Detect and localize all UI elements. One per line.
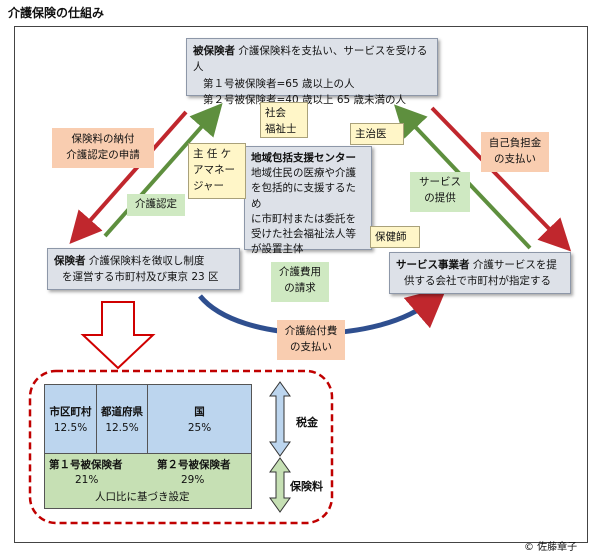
tax-label: 税金	[296, 416, 318, 429]
provider-title: サービス事業者	[396, 259, 470, 271]
insurer-box: 保険者 介護保険料を徴収し制度 を運営する市町村及び東京 23 区	[47, 248, 240, 290]
second-insured-share: 29%	[181, 474, 205, 486]
public-health-nurse-label: 保健師	[375, 231, 407, 243]
national-label: 国	[194, 406, 205, 418]
provider-box: サービス事業者 介護サービスを提 供する会社で市町村が指定する	[389, 252, 571, 294]
premium-payment-line-1: 保険料の納付	[71, 133, 135, 145]
attending-doctor-box: 主治医	[350, 123, 404, 145]
benefit-payment-line-1: 介護給付費	[284, 325, 338, 337]
social-worker-line-2: 福祉士	[265, 122, 297, 135]
premium-double-arrow	[269, 457, 291, 513]
certification-arrow	[103, 103, 223, 238]
insured-title: 被保険者	[193, 45, 235, 57]
premium-arrow	[69, 110, 188, 244]
municipality-share: 12.5%	[53, 421, 88, 434]
prefecture-share: 12.5%	[105, 421, 139, 434]
insured-description: 介護保険料を支払い、サービスを受ける人	[193, 45, 428, 74]
copay-label: 自己負担金 の支払い	[481, 132, 549, 172]
insured-box: 被保険者 介護保険料を支払い、サービスを受ける人 第１号被保険者=65 歳以上の…	[186, 38, 438, 106]
certification-label: 介護認定	[127, 194, 185, 216]
first-insured-share: 21%	[75, 474, 99, 486]
insurer-title: 保険者	[54, 255, 86, 267]
center-line-5: が設置主体	[251, 243, 304, 256]
insured-first-category: 第１号被保険者=65 歳以上の人	[203, 77, 355, 90]
document-title: 介護保険の仕組み	[8, 6, 105, 20]
insured-second-category: 第２号被保険者=40 歳以上 65 歳未満の人	[203, 93, 407, 106]
certification-text: 介護認定	[135, 198, 177, 210]
care-manager-line-3: ジャー	[193, 179, 224, 192]
public-health-nurse-box: 保健師	[370, 226, 420, 248]
national-share: 25%	[187, 421, 212, 434]
provider-description-2: 供する会社で市町村が指定する	[404, 275, 551, 288]
cost-claim-label: 介護費用 の請求	[271, 262, 329, 302]
national-cell: 国 25%	[147, 384, 252, 454]
tax-double-arrow	[269, 381, 291, 457]
premium-cell: 第１号被保険者 21% 第２号被保険者 29% 人口比に基づき設定	[44, 453, 252, 509]
prefecture-cell: 都道府県 12.5%	[96, 384, 148, 454]
center-line-4: 受けた社会福祉法人等	[251, 228, 356, 241]
second-insured-label: 第２号被保険者	[157, 459, 231, 471]
first-insured-label: 第１号被保険者	[49, 459, 123, 471]
benefit-payment-line-2: の支払い	[290, 341, 332, 354]
cost-claim-line-1: 介護費用	[279, 266, 321, 278]
copay-line-2: の支払い	[494, 153, 536, 166]
insurer-description-2: を運営する市町村及び東京 23 区	[62, 271, 219, 284]
center-title: 地域包括支援センター	[251, 152, 356, 164]
author-credit: © 佐藤章子	[524, 542, 578, 553]
attending-doctor-label: 主治医	[355, 128, 387, 140]
population-ratio-note: 人口比に基づき設定	[95, 491, 190, 503]
care-manager-line-1: 主 任 ケ	[193, 148, 232, 160]
care-manager-box: 主 任 ケ アマネー ジャー	[188, 143, 246, 199]
copay-arrow	[430, 106, 572, 252]
cost-claim-line-2: の請求	[284, 281, 316, 294]
provider-description-1: 介護サービスを提	[472, 259, 557, 271]
care-manager-line-2: アマネー	[193, 163, 235, 176]
down-arrow-shape	[80, 301, 156, 370]
social-worker-line-1: 社会	[265, 107, 286, 119]
service-provision-line-1: サービス	[419, 176, 461, 188]
funding-dashed-frame	[28, 369, 334, 525]
municipality-label: 市区町村	[49, 406, 92, 418]
premium-label: 保険料	[290, 480, 323, 493]
insurer-description-1: 介護保険料を徴収し制度	[88, 255, 205, 267]
premium-payment-label: 保険料の納付 介護認定の申請	[52, 128, 154, 168]
center-line-1: 地域住民の医療や介護	[251, 167, 356, 180]
center-line-3: に市町村または委託を	[251, 212, 356, 225]
premium-payment-line-2: 介護認定の申請	[66, 149, 140, 162]
service-provision-label: サービス の提供	[410, 172, 470, 212]
center-line-2: を包括的に支援するため	[251, 182, 356, 210]
diagram-frame	[14, 26, 588, 543]
municipality-cell: 市区町村 12.5%	[44, 384, 97, 454]
benefit-payment-label: 介護給付費 の支払い	[277, 320, 345, 360]
community-center-box: 地域包括支援センター 地域住民の医療や介護 を包括的に支援するため に市町村また…	[244, 146, 372, 255]
copay-line-1: 自己負担金	[488, 137, 542, 149]
prefecture-label: 都道府県	[101, 406, 143, 418]
service-provision-line-2: の提供	[424, 191, 456, 204]
social-worker-box: 社会 福祉士	[260, 102, 308, 138]
